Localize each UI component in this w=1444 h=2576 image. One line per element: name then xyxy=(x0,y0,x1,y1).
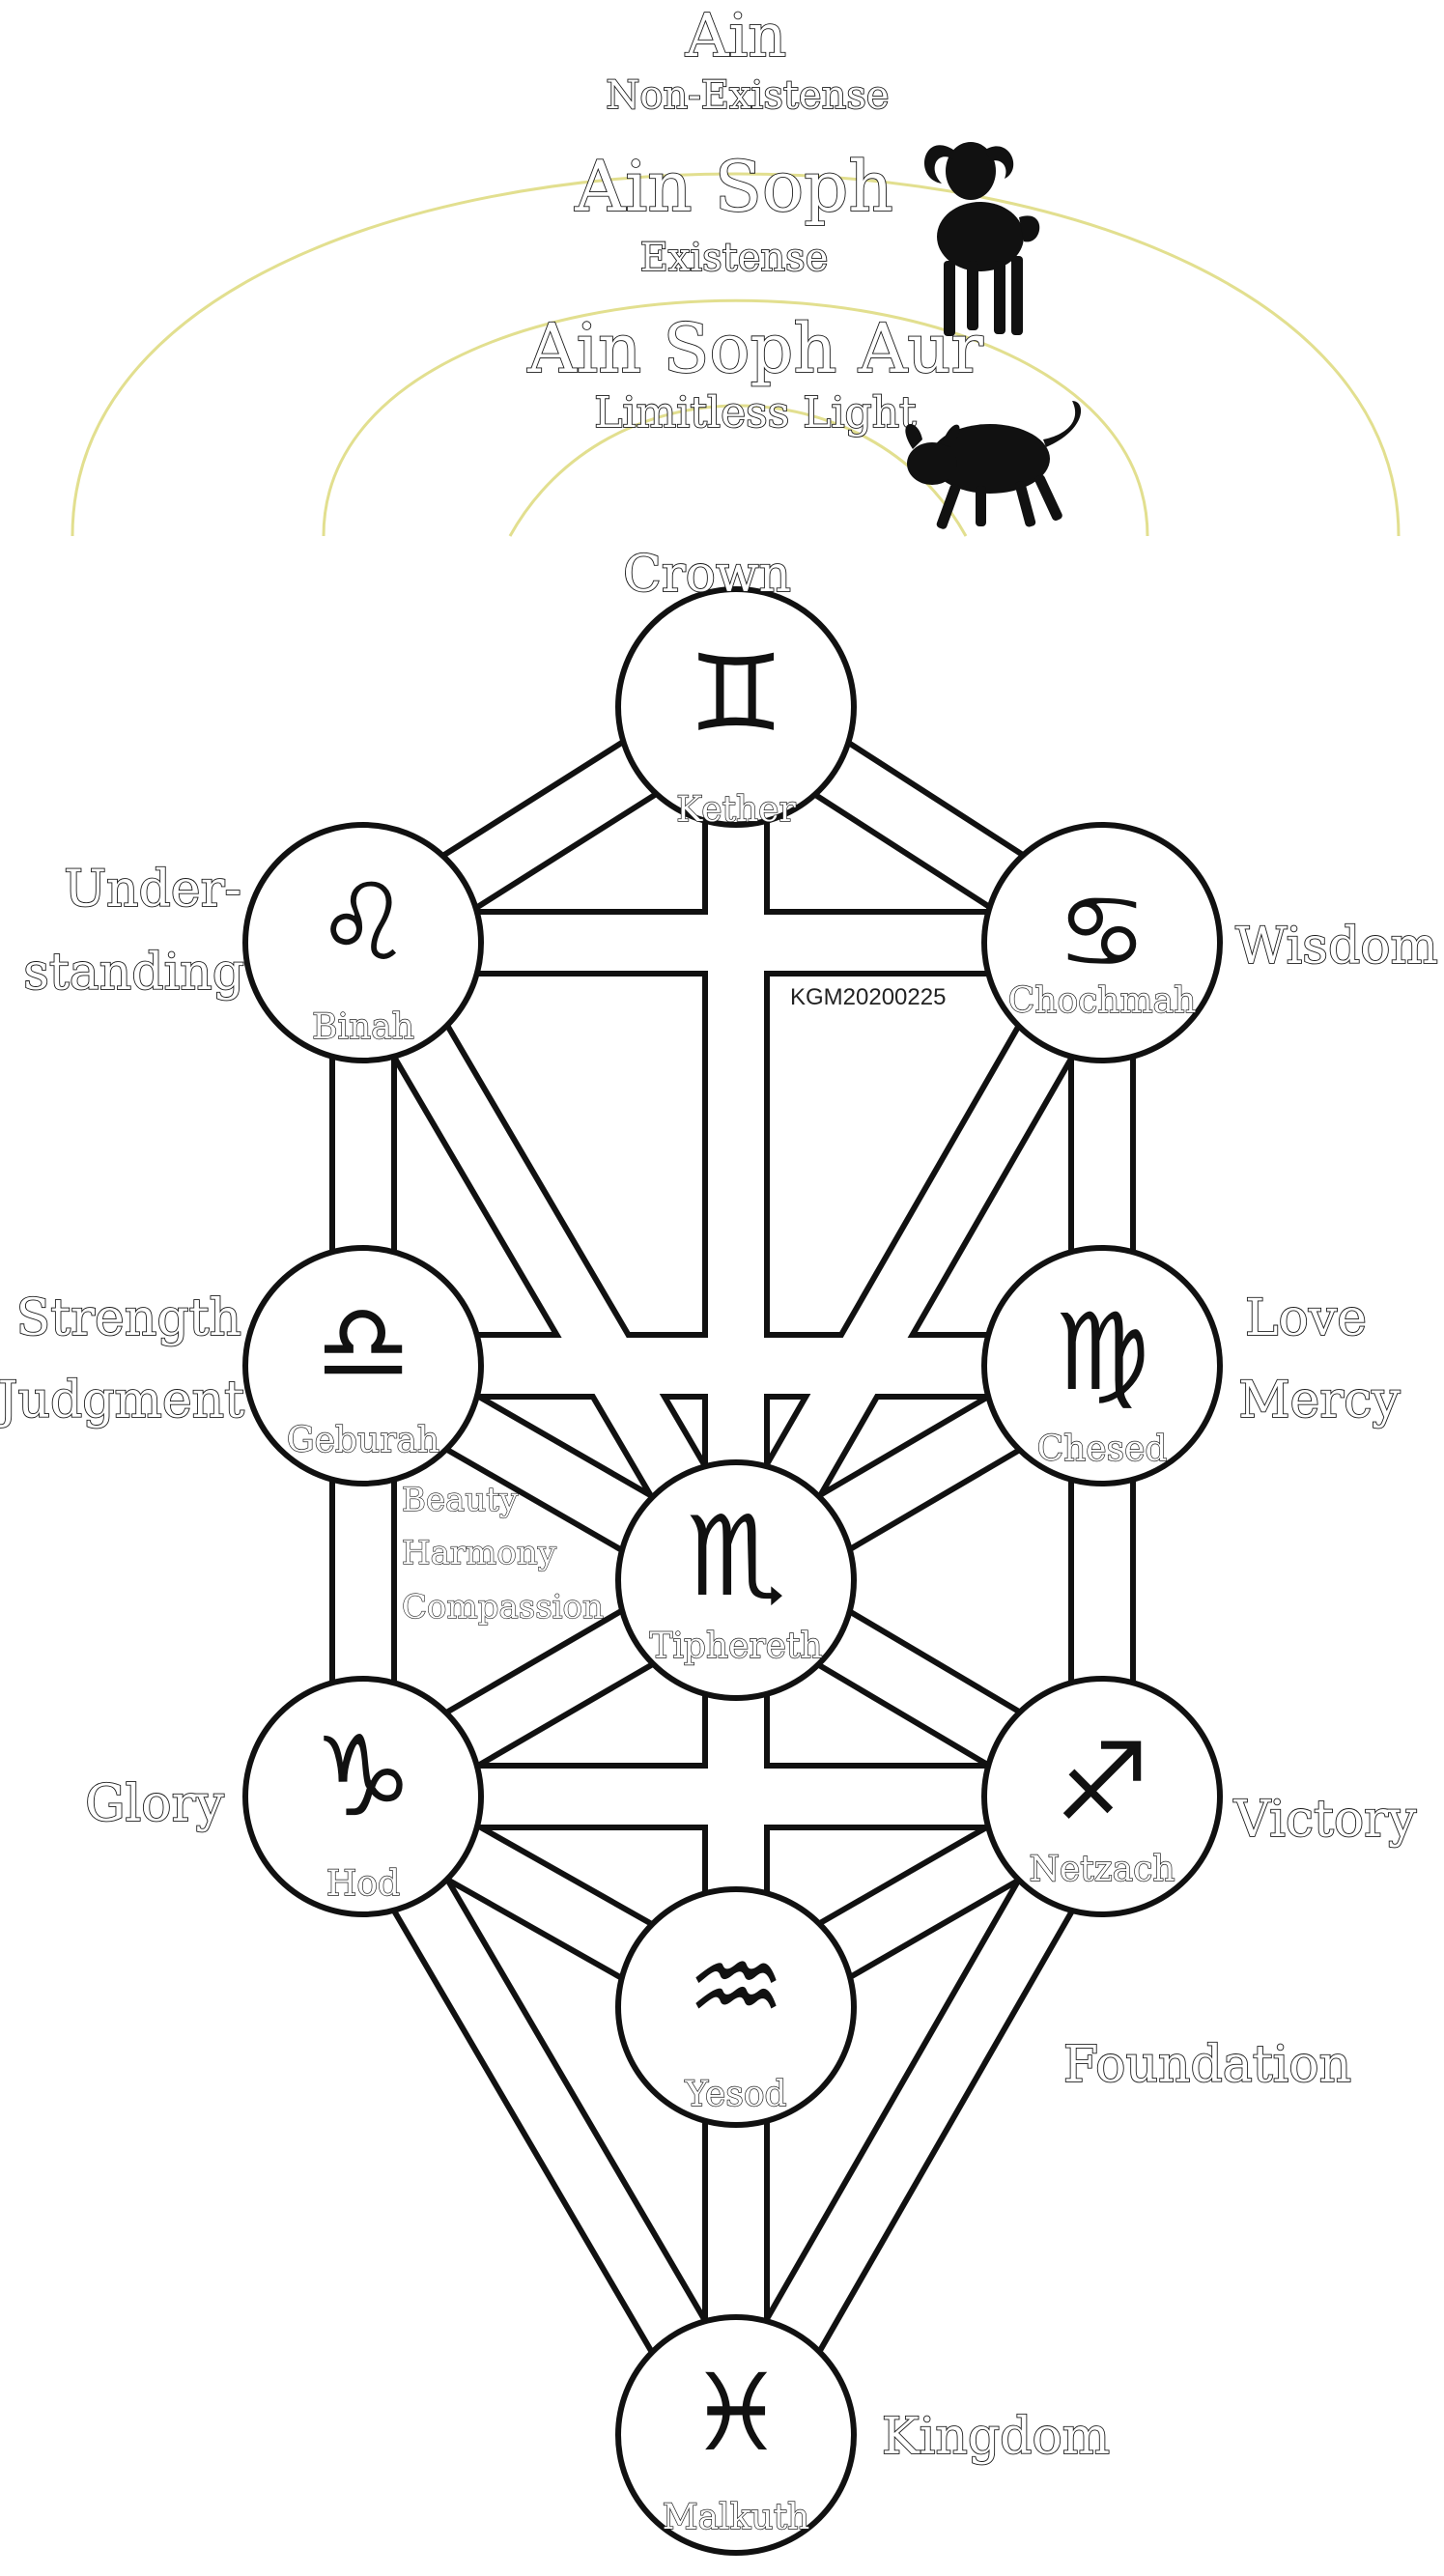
gemini-icon: ♊ xyxy=(689,632,784,755)
leo-lion-icon: ♌ xyxy=(316,861,411,984)
sefirah-name-hod: Hod xyxy=(326,1864,400,1904)
sefirah-circle xyxy=(242,822,484,1063)
path-netzach-malkuth xyxy=(711,1782,1127,2449)
sefirah-circle xyxy=(981,1245,1223,1486)
sefirah-chesed: ♍ Chesed xyxy=(981,1245,1223,1486)
sefirah-circle xyxy=(615,2314,857,2556)
sagittarius-archer-icon: ♐ xyxy=(1055,1720,1150,1844)
attribute-kingdom: Kingdom xyxy=(882,2408,1110,2466)
sefirah-circle xyxy=(981,822,1223,1063)
ain-soph-subtitle: Existense xyxy=(640,236,829,280)
libra-scales-icon: ♎ xyxy=(316,1281,411,1404)
sefirah-name-binah: Binah xyxy=(312,1007,414,1047)
path-chochmah-tiphereth xyxy=(711,928,1127,1595)
sefirah-netzach: ♐ Netzach xyxy=(981,1676,1223,1917)
ain-soph-title: Ain Soph xyxy=(574,146,892,227)
attribute-crown: Crown xyxy=(623,546,791,604)
sefirah-tiphereth: ♏ Tiphereth xyxy=(615,1459,857,1701)
sefirah-name-geburah: Geburah xyxy=(287,1421,439,1460)
attribute-glory: Glory xyxy=(85,1775,224,1833)
sefirah-name-yesod: Yesod xyxy=(684,2075,786,2114)
sefirah-chochmah: ♋ Chochmah xyxy=(981,822,1223,1063)
attribute-mercy: Mercy xyxy=(1238,1372,1401,1430)
sefirah-circle xyxy=(615,1886,857,2128)
ain-title: Ain xyxy=(685,0,787,71)
sefirah-malkuth: ♓ Malkuth xyxy=(615,2314,857,2556)
attribute-wisdom: Wisdom xyxy=(1235,918,1438,976)
attribute-victory: Victory xyxy=(1233,1791,1417,1849)
sefirah-circle xyxy=(615,586,857,828)
path-hod-malkuth xyxy=(338,1782,761,2449)
cancer-crab-icon: ♋ xyxy=(1057,873,1147,991)
ain-soph-aur-subtitle: Limitless Light xyxy=(594,388,917,438)
sefirah-name-netzach: Netzach xyxy=(1029,1850,1175,1889)
sefirah-name-tiphereth: Tiphereth xyxy=(649,1627,822,1666)
arc-ain-soph xyxy=(322,298,1149,537)
aquarius-water-bearer-icon: ♒ xyxy=(686,1923,785,2052)
attribute-harmony: Harmony xyxy=(402,1534,557,1572)
sefirah-name-chesed: Chesed xyxy=(1037,1430,1168,1469)
sefirah-geburah: ♎ Geburah xyxy=(242,1245,484,1486)
watermark: KGM20200225 xyxy=(790,984,946,1010)
capricorn-goat-icon: ♑ xyxy=(313,1713,412,1842)
attribute-love: Love xyxy=(1245,1289,1367,1347)
sefirah-name-chochmah: Chochmah xyxy=(1008,981,1197,1021)
sefirah-circle xyxy=(242,1676,484,1917)
ain-subtitle: Non-Existense xyxy=(606,73,889,118)
sefirah-name-kether: Kether xyxy=(676,790,796,830)
ram-icon xyxy=(924,142,1040,336)
attribute-understanding-line1: Under- xyxy=(64,861,241,919)
arc-ain-outer xyxy=(71,172,1401,537)
sefirah-hod: ♑ Hod xyxy=(242,1676,484,1917)
bull-icon xyxy=(905,401,1082,529)
attribute-beauty: Beauty xyxy=(402,1481,519,1519)
pisces-fish-icon: ♓ xyxy=(689,2351,784,2475)
path-binah-tiphereth xyxy=(338,928,761,1595)
attribute-judgment: Judgment xyxy=(0,1372,244,1430)
scorpio-scorpion-icon: ♏ xyxy=(686,1492,785,1622)
attribute-compassion: Compassion xyxy=(402,1588,604,1627)
sefirah-name-malkuth: Malkuth xyxy=(663,2498,810,2537)
sefirah-circle xyxy=(615,1459,857,1701)
ain-soph-aur-title: Ain Soph Aur xyxy=(526,309,983,388)
ain-titles: Ain Non-Existense Ain Soph Existense Ain… xyxy=(525,0,984,439)
sefirah-binah: ♌ Binah xyxy=(242,822,484,1063)
attribute-understanding-line2: standing xyxy=(23,944,244,1002)
sefirah-yesod: ♒ Yesod xyxy=(615,1886,857,2128)
attribute-labels: Crown Wisdom Under- standing Love Mercy … xyxy=(0,545,1439,2467)
sefirah-kether: ♊ Kether xyxy=(615,586,857,831)
sefirah-circle xyxy=(242,1245,484,1486)
virgo-maiden-icon: ♍ xyxy=(1055,1290,1150,1414)
sefirah-circle xyxy=(981,1676,1223,1917)
attribute-strength: Strength xyxy=(16,1289,241,1347)
attribute-foundation: Foundation xyxy=(1063,2036,1351,2094)
